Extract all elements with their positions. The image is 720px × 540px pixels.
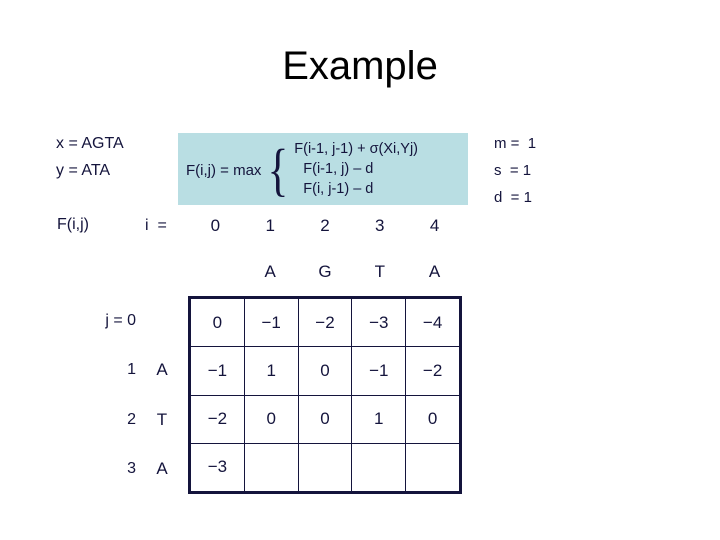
cell-2-0[interactable]: −2	[190, 394, 245, 444]
cell-2-1[interactable]: 0	[243, 394, 299, 444]
scoring-parameters: m = 1 s = 1 d = 1	[494, 130, 536, 211]
cell-0-0[interactable]: 0	[190, 297, 245, 348]
row-label-2: 2 T	[58, 395, 188, 445]
sequence-y-label: y = ATA	[56, 162, 111, 179]
cell-3-0[interactable]: −3	[190, 442, 245, 493]
table-row: 0 −1 −2 −3 −4	[190, 297, 460, 348]
cell-1-2[interactable]: 0	[297, 346, 353, 396]
cell-3-4[interactable]	[405, 442, 460, 493]
row-letter-1: A	[156, 360, 168, 380]
column-index-3: 3	[375, 216, 385, 235]
cell-2-3[interactable]: 1	[351, 394, 407, 444]
column-index-4: 4	[429, 216, 440, 235]
formula-cases: F(i-1, j-1) + σ(Xi,Yj) F(i-1, j) – d F(i…	[294, 139, 418, 199]
row-label-3: 3 A	[58, 445, 188, 495]
column-letter-4: A	[428, 262, 441, 281]
row-label-1: 1 A	[58, 346, 188, 396]
column-letter-1: A	[264, 262, 276, 281]
formula-case-diagonal: F(i-1, j-1) + σ(Xi,Yj)	[294, 141, 419, 157]
column-letter-3: T	[374, 262, 385, 281]
column-letter-2: G	[318, 262, 332, 281]
row-index-2: 2	[127, 410, 136, 428]
dp-matrix-table: 0 −1 −2 −3 −4 −1 1 0 −1 −2 −2 0 0	[190, 297, 460, 493]
param-gap: d = 1	[494, 189, 532, 206]
cell-0-1[interactable]: −1	[243, 297, 299, 348]
cell-1-4[interactable]: −2	[405, 346, 460, 396]
dp-matrix: 0 −1 −2 −3 −4 −1 1 0 −1 −2 −2 0 0	[188, 296, 462, 494]
cell-1-1[interactable]: 1	[243, 346, 299, 396]
cell-1-0[interactable]: −1	[190, 346, 245, 396]
cell-0-4[interactable]: −4	[405, 297, 460, 348]
column-letter-0	[188, 262, 243, 282]
matrix-function-label: F(i,j)	[57, 216, 89, 233]
cell-2-4[interactable]: 0	[405, 394, 460, 444]
row-index-1: 1	[127, 361, 136, 379]
dp-matrix-body: 0 −1 −2 −3 −4 −1 1 0 −1 −2 −2 0 0	[190, 297, 460, 493]
row-letter-3: A	[156, 459, 168, 479]
param-mismatch: s = 1	[494, 162, 532, 179]
sequence-x-label: x = AGTA	[56, 135, 124, 152]
column-index-1: 1	[265, 216, 275, 235]
formula-lhs: F(i,j) = max	[186, 161, 262, 179]
page-title: Example	[282, 44, 438, 88]
cell-0-3[interactable]: −3	[351, 297, 407, 348]
column-index-row: 0 1 2 3 4	[188, 216, 462, 236]
column-letter-row: A G T A	[188, 262, 462, 282]
row-index-0: j = 0	[105, 311, 136, 329]
row-letter-2: T	[156, 409, 168, 429]
table-row: −3	[190, 442, 460, 493]
table-row: −1 1 0 −1 −2	[190, 346, 460, 396]
table-row: −2 0 0 1 0	[190, 394, 460, 444]
recurrence-formula-box: F(i,j) = max { F(i-1, j-1) + σ(Xi,Yj) F(…	[178, 133, 468, 205]
formula-case-up: F(i-1, j) – d	[303, 161, 374, 177]
row-label-column: j = 0 1 A 2 T 3 A	[58, 296, 188, 494]
param-match: m = 1	[494, 135, 537, 152]
cell-1-3[interactable]: −1	[351, 346, 407, 396]
cell-3-2[interactable]	[297, 442, 353, 493]
row-index-3: 3	[127, 460, 136, 478]
row-label-0: j = 0	[58, 296, 188, 346]
column-index-2: 2	[320, 216, 330, 235]
cell-0-2[interactable]: −2	[297, 297, 353, 348]
cell-2-2[interactable]: 0	[297, 394, 353, 444]
column-index-0: 0	[210, 216, 221, 235]
formula-case-left: F(i, j-1) – d	[303, 181, 374, 197]
cell-3-1[interactable]	[243, 442, 299, 493]
matrix-i-axis-label: i =	[145, 217, 167, 234]
cell-3-3[interactable]	[351, 442, 407, 493]
sequence-labels: x = AGTA y = ATA	[56, 130, 124, 184]
